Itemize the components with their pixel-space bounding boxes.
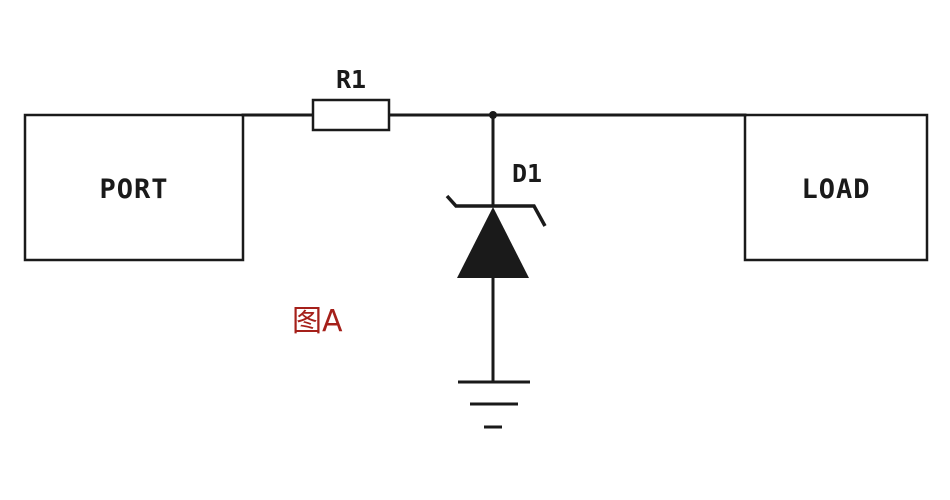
resistor-r1: R1 <box>311 65 391 132</box>
port-box <box>23 113 245 262</box>
zener-triangle <box>457 207 529 278</box>
zener-cathode-bar <box>445 194 547 227</box>
zener-ref-label: D1 <box>512 159 542 188</box>
resistor-ref-label: R1 <box>336 65 366 94</box>
load-box <box>743 113 929 262</box>
ground-symbol <box>458 380 530 429</box>
figure-label: 图A <box>292 304 343 339</box>
port-block: PORT <box>23 113 245 262</box>
zener-diode-d1: D1 <box>445 159 547 278</box>
port-label: PORT <box>99 174 168 205</box>
load-label: LOAD <box>801 174 870 205</box>
load-block: LOAD <box>743 113 929 262</box>
resistor-body <box>311 98 391 132</box>
